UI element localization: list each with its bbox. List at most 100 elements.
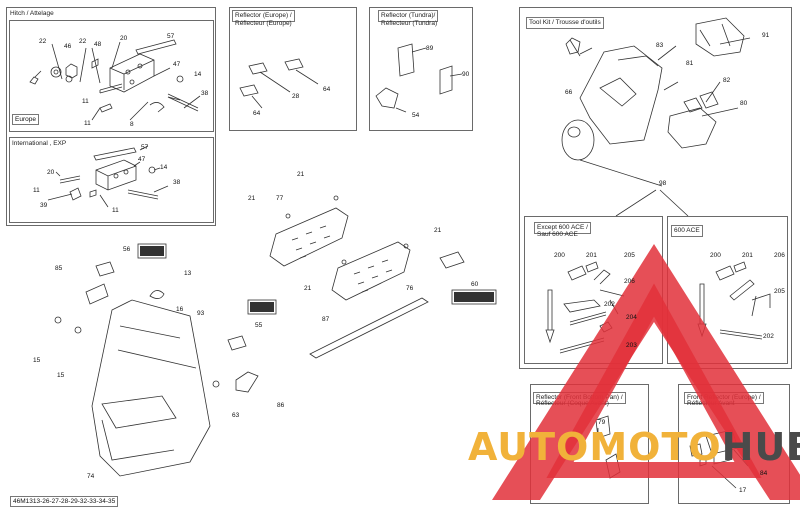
part-205b: 205 <box>774 288 785 295</box>
box-except-600-title-2: Sauf 600 ACE <box>537 231 578 238</box>
part-204: 204 <box>626 314 637 321</box>
box-international <box>9 137 214 223</box>
part-22a: 22 <box>39 38 47 45</box>
part-63: 63 <box>232 412 240 419</box>
part-83: 83 <box>656 42 664 49</box>
reflector-tundra-drawing <box>375 43 463 113</box>
part-81: 81 <box>686 60 694 67</box>
box-international-title: International , EXP <box>12 140 67 147</box>
part-11a: 11 <box>82 98 89 105</box>
box-600-ace-title: 600 ACE <box>671 225 703 237</box>
part-201b: 201 <box>742 252 753 259</box>
tool-kit-drawing <box>561 17 751 217</box>
part-87: 87 <box>322 316 330 323</box>
part-38a: 38 <box>201 90 209 97</box>
part-13: 13 <box>184 270 192 277</box>
part-74: 74 <box>87 473 95 480</box>
part-64a: 64 <box>323 86 331 93</box>
part-90: 90 <box>462 71 470 78</box>
part-20b: 20 <box>47 169 55 176</box>
box-tool-kit-title: Tool Kit / Trousse d'outils <box>526 17 604 29</box>
part-21b: 21 <box>248 195 256 202</box>
box-europe-title: Europe <box>12 114 39 125</box>
part-21a: 21 <box>297 171 305 178</box>
part-14b: 14 <box>160 164 168 171</box>
part-47b: 47 <box>138 156 146 163</box>
part-201a: 201 <box>586 252 597 259</box>
part-21d: 21 <box>304 285 312 292</box>
part-14a: 14 <box>194 71 202 78</box>
part-38b: 38 <box>173 179 181 186</box>
box-except-600-title-1: Except 600 ACE / <box>534 222 591 234</box>
part-89: 89 <box>426 45 434 52</box>
part-203: 203 <box>626 342 637 349</box>
part-48: 48 <box>94 41 102 48</box>
box-reflector-europe-title-2: Réflecteur (Europe) <box>235 20 292 27</box>
part-22b: 22 <box>79 38 87 45</box>
part-205a: 205 <box>624 252 635 259</box>
part-79: 79 <box>598 419 606 426</box>
part-57a: 57 <box>167 33 175 40</box>
part-200a: 200 <box>554 252 565 259</box>
part-57b: 57 <box>141 144 149 151</box>
watermark-part-2: MOTO <box>589 425 722 469</box>
part-21c: 21 <box>434 227 442 234</box>
box-reflector-europe-title-1: Reflector (Europe) / <box>232 10 295 22</box>
drawing-code: 46M1313-26-27-28-29-32-33-34-35 <box>10 496 119 507</box>
part-15a: 15 <box>33 357 41 364</box>
part-66: 66 <box>565 89 573 96</box>
part-17: 17 <box>739 487 747 494</box>
hitch-europe-drawing <box>29 39 201 121</box>
part-16: 16 <box>176 306 184 313</box>
box-tool-kit <box>519 7 792 369</box>
part-76: 76 <box>406 285 414 292</box>
part-55: 55 <box>255 322 263 329</box>
part-20a: 20 <box>120 35 128 42</box>
part-11c: 11 <box>33 187 40 194</box>
running-boards-drawing <box>269 195 411 301</box>
box-reflector-tundra <box>369 7 473 131</box>
part-8: 8 <box>130 121 134 128</box>
part-93: 93 <box>197 310 205 317</box>
part-91: 91 <box>762 32 770 39</box>
part-11b: 11 <box>84 120 91 127</box>
strip-and-label-drawing <box>309 251 497 359</box>
part-39: 39 <box>40 202 48 209</box>
reflector-europe-drawing <box>239 58 319 109</box>
part-28: 28 <box>292 93 300 100</box>
part-56: 56 <box>123 246 131 253</box>
part-206b: 206 <box>774 252 785 259</box>
part-82: 82 <box>723 77 731 84</box>
part-46: 46 <box>64 43 72 50</box>
box-europe <box>9 20 214 132</box>
part-200b: 200 <box>710 252 721 259</box>
part-11d: 11 <box>112 207 119 214</box>
part-54: 54 <box>412 112 420 119</box>
part-80: 80 <box>740 100 748 107</box>
box-hitch-title: Hitch / Attelage <box>10 10 54 17</box>
box-hitch <box>6 7 216 226</box>
part-206a: 206 <box>624 278 635 285</box>
hitch-international-drawing <box>47 145 169 208</box>
part-77: 77 <box>276 195 284 202</box>
part-85: 85 <box>55 265 63 272</box>
box-reflector-tundra-title-2: Réflecteur (Tundra) <box>381 20 438 27</box>
part-202a: 202 <box>604 301 615 308</box>
watermark-part-1: AUTO <box>468 425 590 469</box>
watermark-part-3: HUB <box>721 425 800 469</box>
part-202b: 202 <box>763 333 774 340</box>
part-64b: 64 <box>253 110 261 117</box>
bottom-pan-drawing <box>54 243 277 477</box>
part-84: 84 <box>760 470 768 477</box>
box-reflector-europe <box>229 7 357 131</box>
part-15b: 15 <box>57 372 65 379</box>
watermark-text: AUTOMOTOHUB <box>468 425 800 469</box>
box-reflector-tundra-title-1: Reflector (Tundra)/ <box>378 10 439 22</box>
part-47a: 47 <box>173 61 181 68</box>
part-86: 86 <box>277 402 285 409</box>
part-98: 98 <box>659 180 667 187</box>
part-60: 60 <box>471 281 479 288</box>
